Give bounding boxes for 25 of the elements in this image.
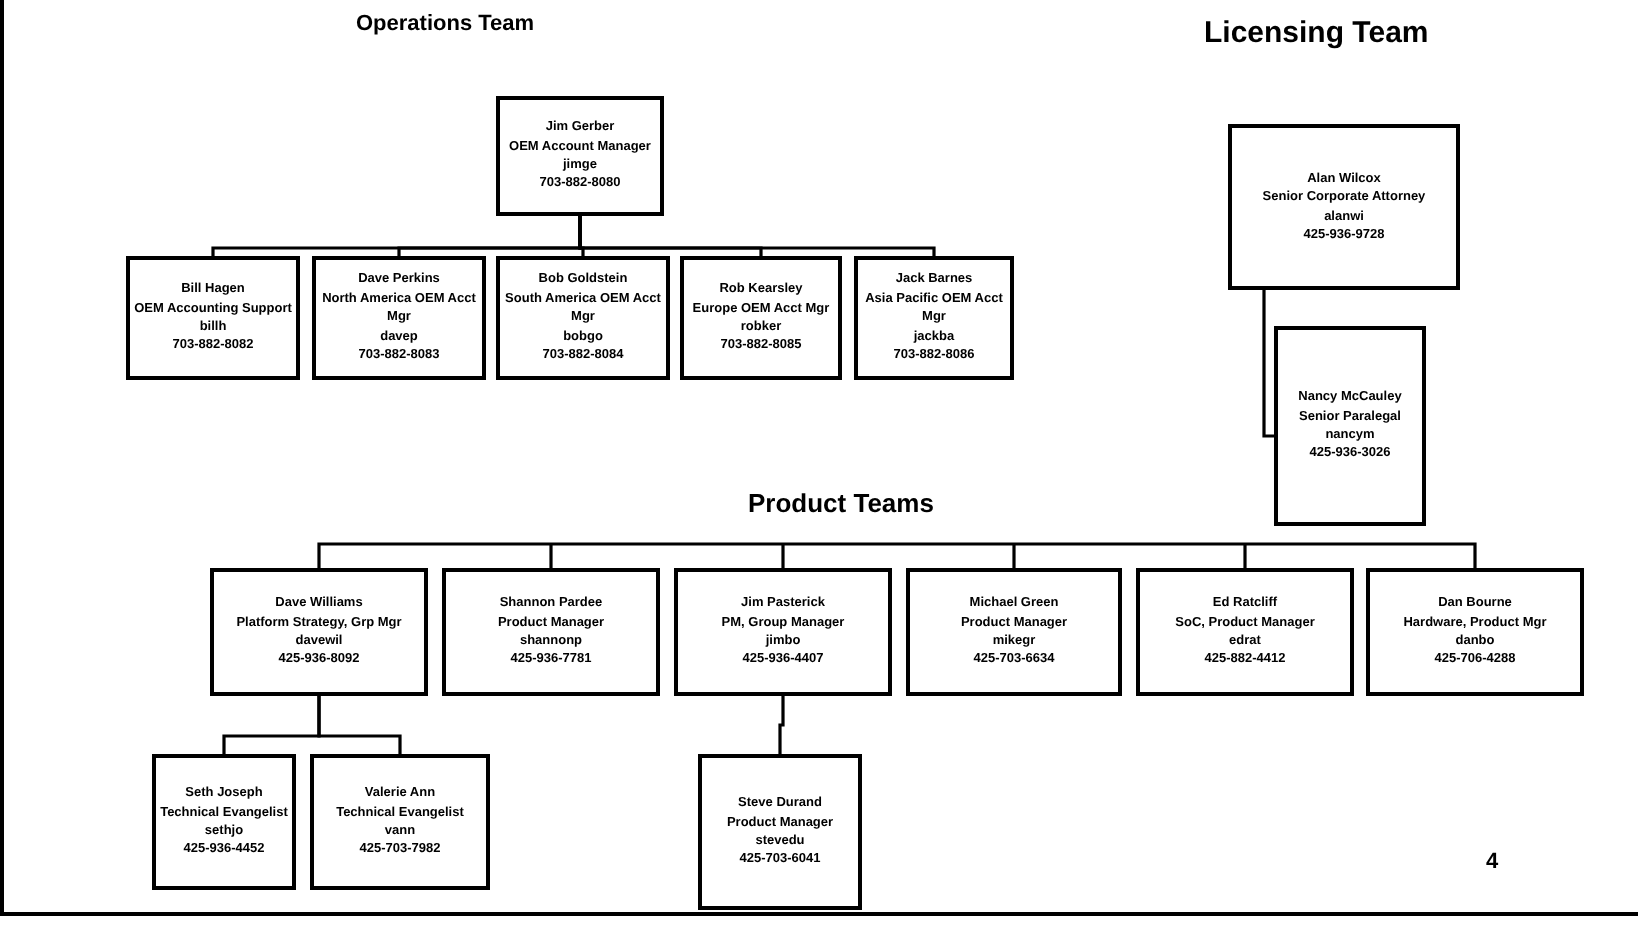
person-box xyxy=(310,754,490,890)
person-box xyxy=(698,754,862,910)
person-box xyxy=(854,256,1014,380)
person-box xyxy=(906,568,1122,696)
person-box xyxy=(496,96,664,216)
person-box xyxy=(126,256,300,380)
team-heading: Product Teams xyxy=(748,488,934,518)
connector-line xyxy=(1262,290,1274,438)
team-heading: Licensing Team xyxy=(1204,16,1429,50)
person-box xyxy=(1136,568,1354,696)
person-box xyxy=(152,754,296,890)
connector-line xyxy=(578,216,936,256)
person-box xyxy=(680,256,842,380)
person-box xyxy=(1274,326,1426,526)
connector-line xyxy=(317,696,402,754)
team-heading: Operations Team xyxy=(356,12,535,36)
person-box xyxy=(496,256,670,380)
person-box xyxy=(1366,568,1584,696)
connector-line xyxy=(778,696,785,754)
person-box xyxy=(1228,124,1460,290)
page-number: 4 xyxy=(1486,850,1499,874)
person-box xyxy=(210,568,428,696)
person-box xyxy=(442,568,660,696)
person-box xyxy=(674,568,892,696)
person-box xyxy=(312,256,486,380)
